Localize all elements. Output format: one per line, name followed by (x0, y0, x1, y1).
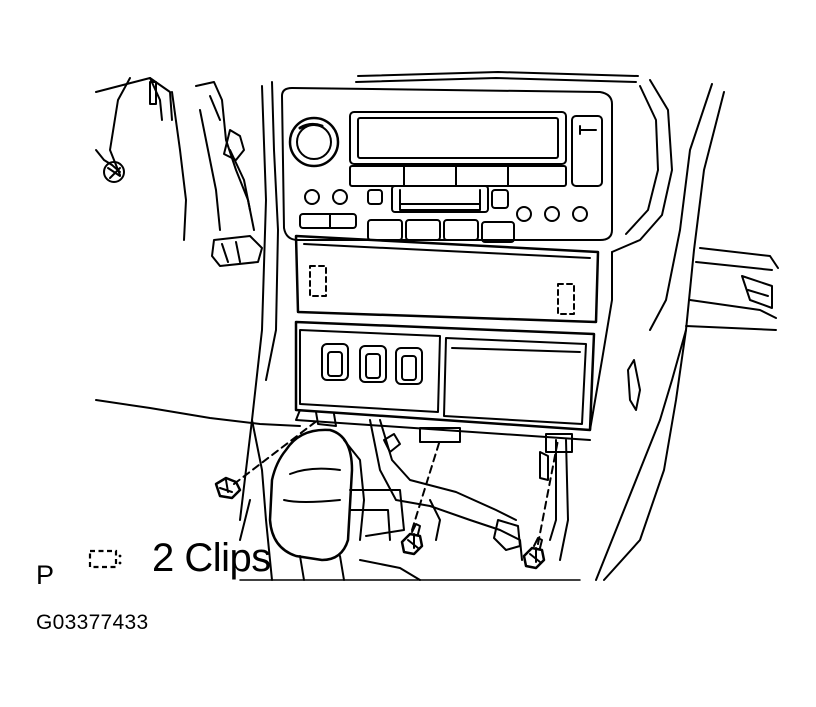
clip-left (310, 266, 326, 296)
clip-outline-icon (88, 548, 122, 570)
radio-display (350, 112, 566, 164)
screw-right (524, 440, 558, 568)
view-label: P (36, 560, 55, 590)
clip-legend: 2 Clips (88, 536, 271, 581)
dashboard-outline (240, 72, 778, 580)
clip-right (558, 284, 574, 314)
lower-switch-panel (296, 322, 594, 452)
left-door-trim (96, 78, 300, 426)
figure-id: G03377433 (36, 611, 149, 634)
clip-legend-text: 2 Clips (152, 536, 271, 580)
screw-left (216, 420, 318, 498)
center-cluster-finish-panel (296, 236, 598, 322)
audio-head-unit (282, 88, 612, 242)
screw-center (402, 440, 440, 554)
shift-lever-console (240, 420, 568, 580)
volume-knob (290, 118, 338, 166)
